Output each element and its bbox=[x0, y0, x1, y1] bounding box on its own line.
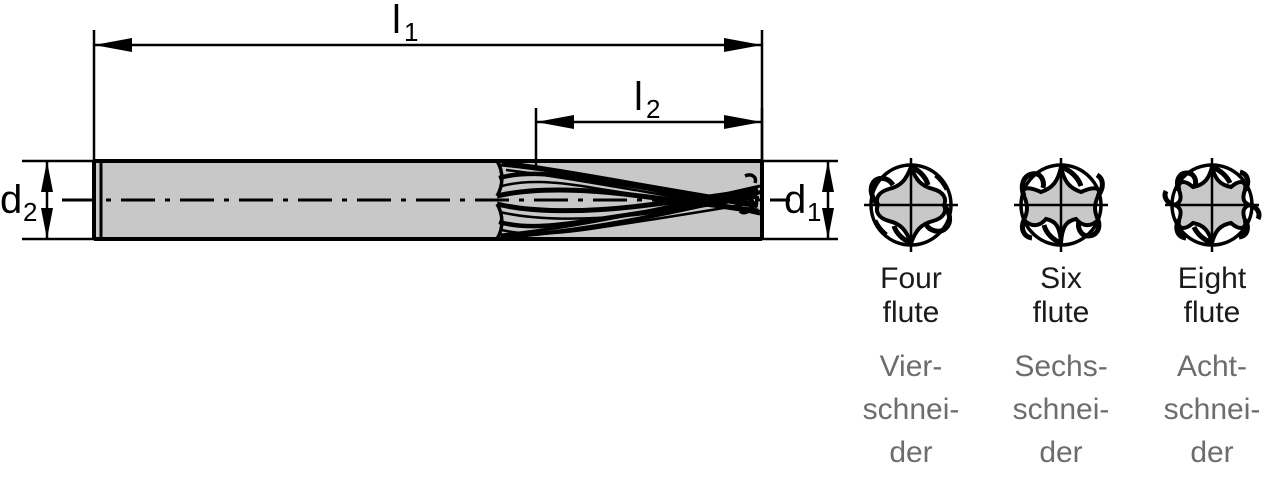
cross-section-eight-flute: Eight flute Acht- schnei- der bbox=[1162, 158, 1262, 469]
l2-label-subscript: 2 bbox=[646, 94, 660, 124]
six-flute-gash-4 bbox=[1076, 219, 1102, 239]
l1-label-subscript: 1 bbox=[404, 17, 418, 47]
eight-flute-label-en-1: Eight bbox=[1178, 262, 1247, 295]
d1-label-base: d bbox=[784, 178, 806, 222]
four-flute-label-en-1: Four bbox=[880, 262, 942, 295]
four-flute-gash-4 bbox=[891, 225, 912, 246]
dimension-l1: l 1 bbox=[92, 0, 764, 165]
four-flute-gash-1 bbox=[868, 175, 896, 207]
six-flute-gash-3 bbox=[1095, 172, 1105, 198]
eight-flute-gash-2 bbox=[1239, 169, 1251, 192]
dimension-d1: d 1 bbox=[758, 159, 838, 241]
six-flute-label-de-3: der bbox=[1039, 436, 1082, 469]
eight-flute-label-de-1: Acht- bbox=[1177, 350, 1247, 383]
eight-flute-gash-6 bbox=[1238, 218, 1250, 240]
four-flute-relief-arc-2 bbox=[874, 219, 888, 235]
four-flute-icon bbox=[864, 158, 958, 252]
d2-label-subscript: 2 bbox=[23, 197, 37, 227]
eight-flute-gash-1 bbox=[1211, 164, 1233, 185]
eight-flute-icon bbox=[1162, 158, 1262, 252]
d2-arrowhead-bottom bbox=[41, 208, 53, 239]
six-flute-label-en-2: flute bbox=[1033, 296, 1090, 329]
flute-tip-relief bbox=[738, 196, 755, 215]
six-flute-gash-6 bbox=[1041, 224, 1062, 246]
l2-arrowhead-left bbox=[536, 115, 574, 129]
four-flute-label-de-1: Vier- bbox=[880, 350, 943, 383]
eight-flute-label-de-3: der bbox=[1190, 436, 1233, 469]
tool-side-view bbox=[62, 159, 790, 241]
flute-helix-long-bottom bbox=[499, 184, 761, 237]
six-flute-gash-1 bbox=[1060, 164, 1084, 187]
four-flute-gash-3 bbox=[923, 203, 953, 234]
six-flute-label-de-1: Sechs- bbox=[1014, 350, 1107, 383]
six-flute-label-de-2: schnei- bbox=[1013, 393, 1110, 426]
four-flute-label-de-2: schnei- bbox=[863, 393, 960, 426]
flute-tip-relief-upper bbox=[744, 173, 758, 184]
flute-start-arc-top bbox=[495, 160, 504, 197]
four-flute-label-de-3: der bbox=[889, 436, 932, 469]
l2-label-base: l bbox=[634, 75, 643, 119]
cross-section-six-flute: Six flute Sechs- schnei- der bbox=[1013, 158, 1110, 469]
flute-region bbox=[496, 160, 762, 239]
eight-flute-gash-7 bbox=[1174, 218, 1187, 241]
d1-arrowhead-bottom bbox=[822, 208, 834, 239]
l1-arrowhead-right bbox=[724, 38, 762, 52]
d1-arrowhead-top bbox=[822, 161, 834, 192]
dimension-l2: l 2 bbox=[534, 75, 764, 168]
four-flute-label-en-2: flute bbox=[883, 296, 940, 329]
six-flute-label-en-1: Six bbox=[1040, 262, 1082, 295]
d1-label-subscript: 1 bbox=[807, 197, 821, 227]
l2-arrowhead-right bbox=[724, 115, 762, 129]
d2-label-base: d bbox=[0, 178, 22, 222]
four-flute-relief-arc-1 bbox=[934, 175, 948, 191]
eight-flute-gash-3 bbox=[1174, 170, 1199, 192]
eight-flute-label-de-2: schnei- bbox=[1164, 393, 1261, 426]
d2-arrowhead-top bbox=[41, 161, 53, 192]
eight-flute-gash-8 bbox=[1191, 225, 1213, 246]
dimension-d2: d 2 bbox=[0, 159, 98, 241]
cross-section-four-flute: Four flute Vier- schnei- der bbox=[863, 158, 960, 469]
eight-flute-label-en-2: flute bbox=[1184, 296, 1241, 329]
flute-start-arc-bottom bbox=[495, 203, 504, 240]
four-flute-gash-2 bbox=[910, 164, 931, 186]
six-flute-icon bbox=[1014, 158, 1108, 252]
six-flute-gash-5 bbox=[1019, 218, 1033, 241]
l1-label-base: l bbox=[392, 0, 401, 42]
l1-arrowhead-left bbox=[94, 38, 132, 52]
six-flute-gash-2 bbox=[1019, 171, 1046, 197]
